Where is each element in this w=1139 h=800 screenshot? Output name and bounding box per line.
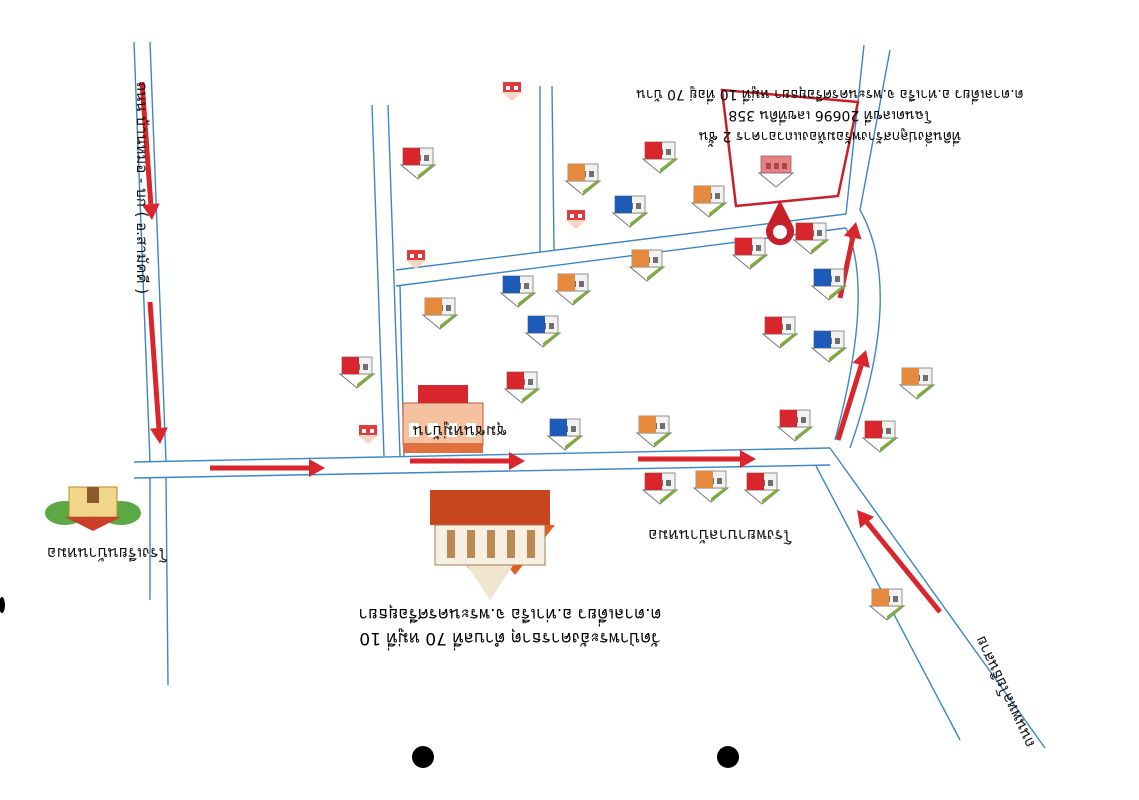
house-icon: [811, 330, 847, 363]
road-line: [133, 41, 151, 463]
house-icon: [811, 268, 847, 301]
school-icon: [44, 486, 142, 532]
house-icon: [555, 273, 591, 306]
road-line: [133, 464, 831, 479]
house-markers: [339, 82, 935, 621]
house-icon: [793, 222, 829, 255]
house-icon: [400, 147, 436, 180]
direction-arrow: [835, 350, 870, 441]
road-line: [149, 41, 167, 463]
target-plot: [720, 88, 860, 246]
direction-arrow: [147, 301, 168, 444]
house-icon: [565, 163, 601, 196]
direction-arrow: [410, 452, 525, 470]
school-label: โรงเรียนบ้านหมอ: [46, 544, 168, 563]
house-icon: [547, 418, 583, 451]
road-line: [845, 44, 865, 215]
market-label: ชุมชนหมู่บ้าน: [412, 422, 508, 441]
road-line: [165, 477, 169, 686]
target-caption: ที่ดินสิ่งปลูกสร้างพร้อมห้องแถวอาคาร 2 ช…: [610, 74, 1050, 146]
house-icon: [504, 371, 540, 404]
house-icon: [525, 315, 561, 348]
road-line: [387, 104, 401, 457]
road-line: [829, 447, 1046, 749]
house-icon: [862, 420, 898, 453]
road-line: [371, 104, 385, 457]
direction-arrow: [139, 81, 160, 220]
direction-arrows: [139, 81, 942, 614]
house-icon: [339, 356, 375, 389]
house-icon: [762, 316, 798, 349]
house-icon: [899, 367, 935, 400]
road-line: [133, 447, 831, 463]
house-icon: [500, 275, 536, 308]
house-icon: [693, 470, 729, 503]
house-icon: [357, 425, 379, 444]
hospital-label: โรงพยาบาลบ้านหมอ: [648, 526, 792, 545]
house-icon: [691, 185, 727, 218]
house-icon: [501, 82, 523, 101]
house-icon: [732, 237, 768, 270]
house-icon: [642, 141, 678, 174]
road-line: [859, 49, 891, 211]
target-line-3: ต.ตาลเดี่ยว อ.ท่าเรือ จ.พระนครศรีอยุธยา …: [636, 86, 1024, 102]
target-line-1: ที่ดินสิ่งปลูกสร้างพร้อมห้องแถวอาคาร 2 ช…: [698, 128, 962, 144]
house-icon: [629, 249, 665, 282]
temple-line-2: ต.ตาลเดี่ยว อ.ท่าเรือ จ.พระนครศรีอยุธยา: [358, 604, 662, 624]
house-icon: [869, 588, 905, 621]
house-icon: [612, 195, 648, 228]
road-line: [849, 209, 881, 449]
location-pin-icon: [766, 200, 794, 246]
house-icon: [744, 472, 780, 505]
house-icon: [777, 409, 813, 442]
direction-arrow: [638, 450, 756, 468]
left-road-label: ถนน บ้านหมอ - บก ( อ.สามัคคี ): [133, 81, 151, 295]
house-icon: [636, 415, 672, 448]
house-icon: [565, 210, 587, 229]
temple-line-1: วัดป่าพระอังคารธาตุ ตำบลที่ 70 หมู่ที่ 1…: [359, 628, 661, 648]
direction-arrow: [210, 459, 325, 477]
house-icon: [642, 472, 678, 505]
target-line-2: โฉนดเลขที่ 20696 เลขที่ดิน 358: [728, 107, 932, 123]
road-line: [551, 85, 555, 251]
temple-icon: [429, 489, 556, 601]
house-icon: [422, 297, 458, 330]
direction-arrow: [857, 510, 942, 614]
temple-caption: วัดป่าพระอังคารธาตุ ตำบลที่ 70 หมู่ที่ 1…: [340, 598, 680, 650]
corner-dots: [0, 597, 739, 768]
